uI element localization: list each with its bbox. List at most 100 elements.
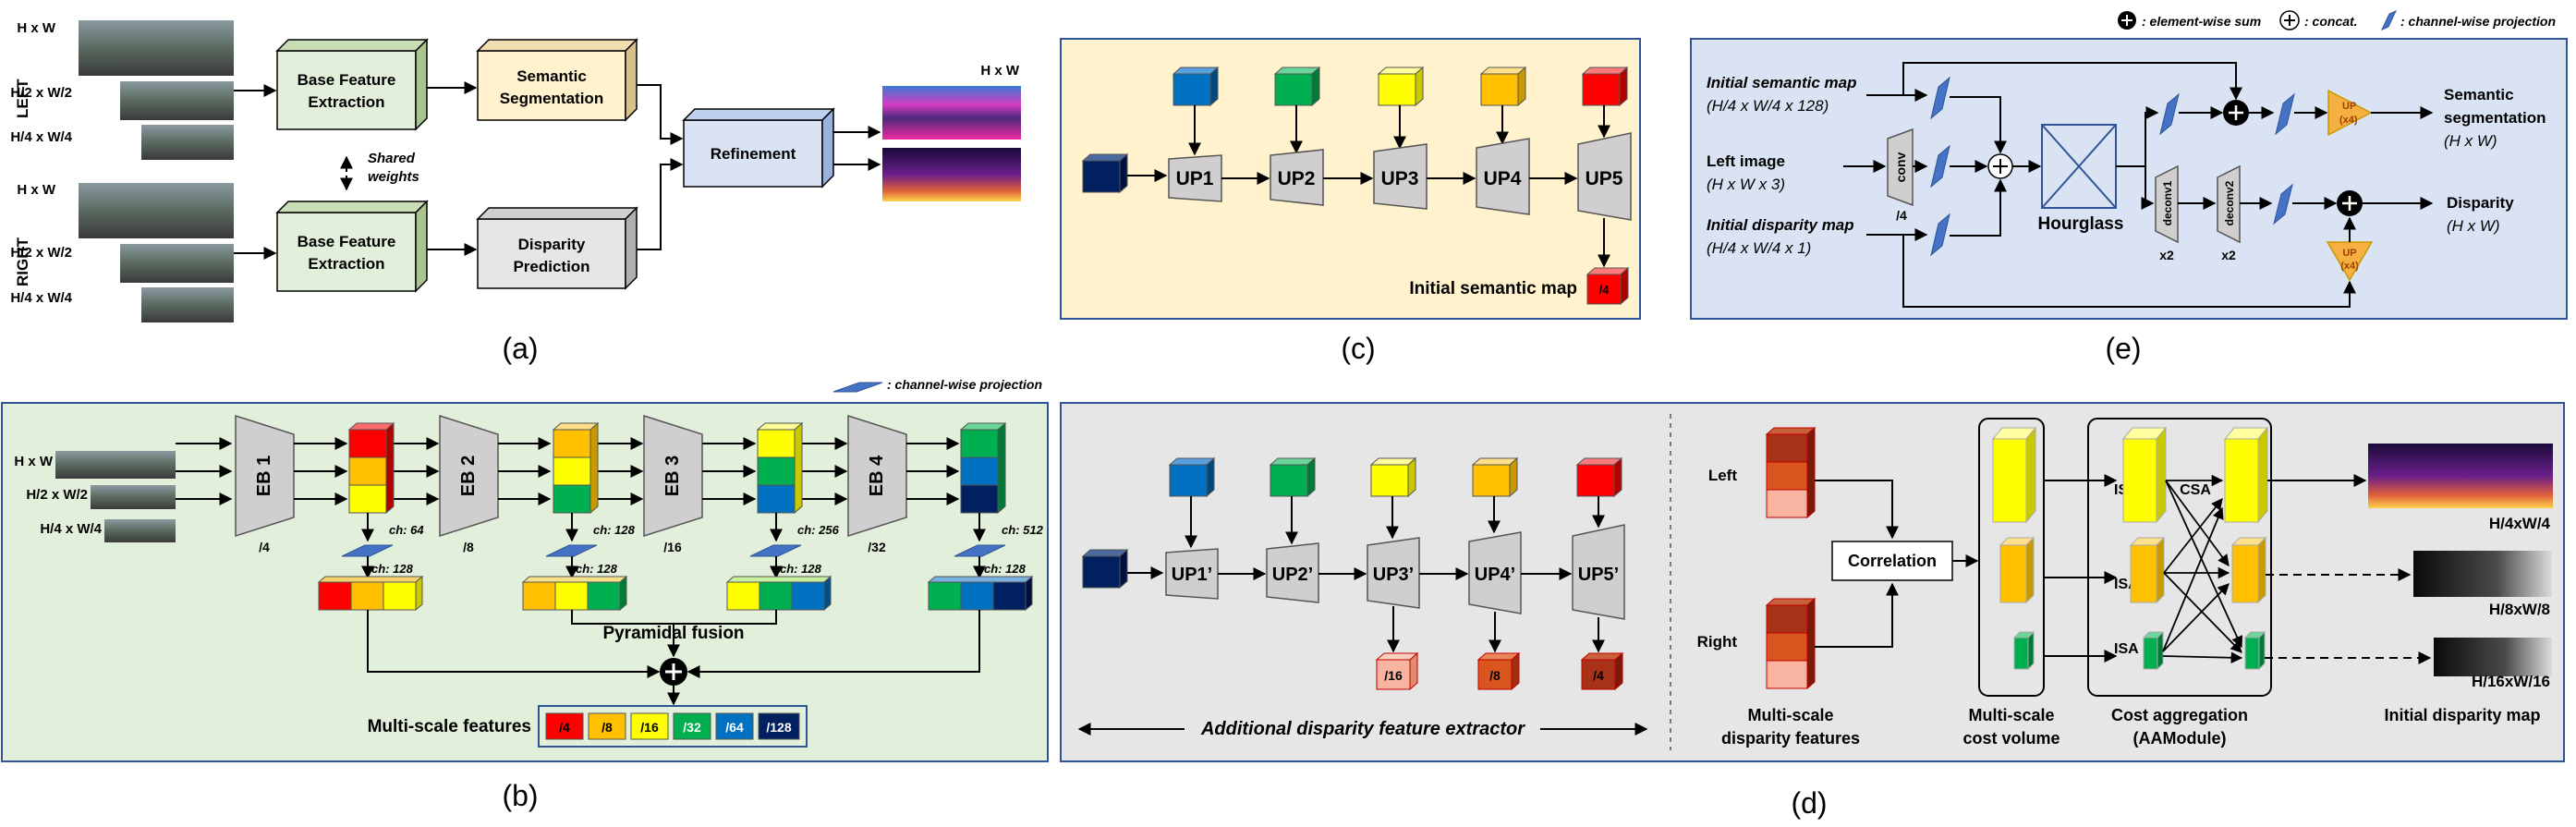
disparity-map-image [2434, 638, 2552, 676]
hourglass-block [2041, 124, 2117, 209]
fused-row-1 [317, 575, 424, 612]
channel-label: ch: 64 [389, 523, 424, 537]
projection-icon [545, 544, 598, 557]
street-image [91, 485, 176, 509]
block-label: Extraction [308, 255, 384, 273]
eb-label: EB 1 [254, 456, 274, 496]
output-label: segmentation [2444, 109, 2546, 127]
output-label: (H x W) [2447, 217, 2500, 235]
caption: (b) [502, 779, 538, 812]
projection-icon [1930, 144, 1950, 189]
block-label: Refinement [711, 145, 796, 163]
encoder-block-2 [439, 414, 499, 538]
eb-scale: /16 [663, 540, 682, 554]
caption: (d) [1791, 786, 1827, 820]
up-label: UP2 [1278, 168, 1316, 189]
projection-icon [1930, 213, 1950, 257]
legend-swatch [758, 712, 800, 740]
correlation-block [1831, 541, 1953, 581]
scale-label: H x W [17, 182, 56, 198]
deconv-label: deconv1 [2161, 180, 2174, 225]
scale-label: /4 [1599, 283, 1610, 297]
up-label: UP5 [1586, 168, 1623, 189]
resolution-label: H/8xW/8 [2489, 601, 2550, 618]
input-cube-d [1081, 548, 1129, 590]
street-image [141, 287, 234, 322]
cost-volume-cubes [1991, 426, 2037, 671]
input-label: (H x W x 3) [1707, 176, 1785, 193]
disparity-output-image [882, 148, 1021, 201]
encoder-block-4 [847, 414, 907, 538]
right-label: Right [1697, 633, 1738, 651]
up-block [1270, 149, 1324, 206]
scale-label: H/4 x W/4 [10, 290, 72, 306]
channel-label: ch: 512 [1002, 523, 1044, 537]
legend-label: /16 [640, 720, 659, 735]
scale-label: /8 [1489, 668, 1501, 683]
channel-label: ch: 128 [371, 562, 414, 576]
up-label: (x4) [2339, 115, 2358, 126]
legend-label: /64 [725, 720, 744, 735]
eb-label: EB 4 [867, 455, 887, 496]
semantic-segmentation-block: Semantic Segmentation [476, 38, 638, 122]
block-label: Segmentation [500, 90, 603, 107]
up-block [1373, 143, 1428, 210]
feature-stack-2 [552, 421, 600, 515]
side-label-right: RIGHT [14, 237, 31, 287]
multiscale-disparity-label: Multi-scale [1747, 706, 1833, 724]
resolution-label: H/16xW/16 [2472, 673, 2550, 690]
scale-label: H x W [17, 20, 56, 36]
block-label: Prediction [513, 258, 589, 275]
extractor-label: Additional disparity feature extractor [1200, 719, 1525, 739]
up-block [1168, 154, 1222, 202]
legend-label: : concat. [2304, 14, 2358, 29]
street-image [104, 519, 176, 542]
projection-legend-icon [832, 382, 883, 393]
projection-icon [1930, 76, 1950, 120]
scale-legend-frame [538, 705, 808, 748]
caption: (c) [1341, 332, 1375, 365]
output-label: Disparity [2447, 194, 2514, 212]
cost-aggregation-label: (AAModule) [2133, 729, 2227, 748]
encoder-block-3 [643, 414, 703, 538]
initial-disparity-map-label: Initial disparity map [2384, 706, 2540, 724]
disparity-map-image [2413, 551, 2552, 597]
fused-row-3 [725, 575, 832, 612]
caption: (e) [2105, 332, 2141, 365]
conv-label: conv [1893, 152, 1908, 182]
cost-aggregation-label: Cost aggregation [2111, 706, 2248, 724]
concat-icon [1987, 153, 2013, 179]
projection-icon [954, 544, 1006, 557]
conv-scale: /4 [1896, 208, 1907, 223]
channel-label: ch: 256 [797, 523, 840, 537]
hourglass-label: Hourglass [2038, 214, 2124, 234]
fused-row-4 [927, 575, 1034, 612]
csa-label: CSA [2180, 482, 2211, 498]
up-label: UP2’ [1272, 565, 1313, 585]
right-feature-stack [1765, 597, 1817, 690]
street-image [141, 125, 234, 160]
legend-swatch [545, 712, 584, 740]
sum-legend-icon [2118, 11, 2136, 30]
initial-semantic-map-label: Initial semantic map [1409, 279, 1577, 298]
street-image [120, 81, 234, 120]
up-label: UP5’ [1578, 565, 1619, 585]
aggregation-cubes-1 [2121, 426, 2168, 671]
multiscale-features-label: Multi-scale features [368, 717, 531, 736]
output-label: (H x W) [2444, 132, 2497, 150]
channel-label: ch: 128 [984, 562, 1027, 576]
input-label: (H/4 x W/4 x 1) [1707, 239, 1811, 257]
sum-icon [2337, 190, 2363, 216]
street-image [120, 244, 234, 283]
projection-icon [2273, 183, 2293, 225]
panel-a: H x W H/2 x W/2 H/4 x W/4 H x W H/2 x W/… [10, 20, 1021, 365]
sum-icon [2223, 100, 2249, 126]
up-label: (x4) [2340, 261, 2359, 272]
feature-stack-3 [756, 421, 804, 515]
semantic-output-image [882, 86, 1021, 140]
input-label: Left image [1707, 152, 1785, 170]
deconv-block [2155, 164, 2179, 244]
upsample-block [2327, 89, 2373, 137]
eb-scale: /32 [868, 540, 886, 554]
